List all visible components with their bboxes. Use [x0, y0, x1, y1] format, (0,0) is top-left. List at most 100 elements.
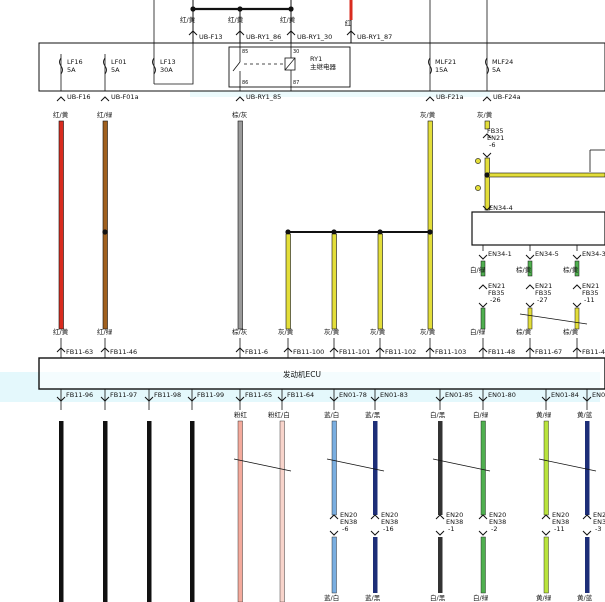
wire-green — [480, 307, 486, 330]
component-box — [471, 211, 605, 246]
junction-dot — [427, 229, 433, 235]
en20-label: EN20 — [489, 511, 506, 519]
fuse-icon — [59, 57, 63, 75]
wire-yellow — [484, 157, 490, 211]
fb-connector-label: FB35 — [487, 127, 503, 135]
relay-pin: 85 — [242, 49, 248, 55]
ecu-pin-label: FB11-103 — [435, 348, 466, 356]
relay-ry1: 85 30 86 87 RY1 主继电器 — [228, 43, 351, 91]
ecu-pin-label: EN01-84 — [551, 391, 579, 399]
wire-color-label: 棕/黄 — [516, 327, 532, 336]
connector-label: UB-RY1_86 — [246, 33, 281, 41]
wire-color-label: 灰/黄 — [420, 110, 436, 119]
wire-black — [59, 421, 64, 602]
relay-switch — [232, 61, 241, 72]
relay-pin: 86 — [242, 80, 248, 86]
en21-label: FB35 — [582, 289, 598, 297]
fuse-bracket — [154, 43, 194, 85]
wire-yellow-blue — [585, 421, 590, 515]
fuse-icon — [485, 57, 489, 75]
connector-arrow — [235, 96, 245, 102]
wire-gray — [237, 120, 243, 330]
connector-label: UB-F13 — [199, 33, 223, 41]
upper-wires: FB35 EN21 -6 EN34-4 EN34-1 EN34-5 EN34-3… — [58, 120, 605, 330]
connector-label: UB-F16 — [67, 93, 91, 101]
wire-blue — [331, 536, 337, 594]
ecu-bottom-stubs — [60, 389, 588, 410]
en20-label: EN38 — [340, 518, 357, 526]
connector-label: UB-F24a — [493, 93, 521, 101]
ecu-pin-label: FB11-63 — [66, 348, 93, 356]
connector-label: UB-RY1_85 — [246, 93, 281, 101]
connector-label: UB-F21a — [436, 93, 464, 101]
junction-dot — [475, 185, 481, 191]
pin-label: EN34-5 — [535, 250, 559, 258]
fuse-name: MLF21 — [435, 58, 456, 66]
ecu-pin-label: EN01-85 — [445, 391, 473, 399]
connector-arrow-down — [478, 254, 488, 260]
wire-color-label: 白/黑 — [430, 593, 446, 602]
ecu-pin-label: FB11-6 — [245, 348, 268, 356]
ecu-pin-label: FB11-65 — [245, 391, 272, 399]
connector-arrow — [572, 284, 582, 290]
connector-arrow — [188, 30, 198, 36]
connector-arrow-down — [525, 254, 535, 260]
en20-label: -3 — [595, 525, 601, 533]
ecu-pin-label: FB11-46 — [110, 348, 137, 356]
connector-label: EN34-4 — [489, 204, 513, 212]
wire-color-label: 灰/黄 — [370, 327, 386, 336]
connector-arrow-down — [478, 302, 488, 308]
wire-color-label: 灰/黄 — [278, 327, 294, 336]
ecu-pin-label: FB11-100 — [293, 348, 324, 356]
fuse-lf16: LF16 5A — [59, 54, 83, 78]
wire-green — [480, 420, 486, 516]
ecu-pin-label: EN01-83 — [380, 391, 408, 399]
en20-label: EN38 — [489, 518, 506, 526]
en20-label: EN20 — [381, 511, 398, 519]
connector-arrow-down — [482, 205, 492, 211]
wire-color-label: 蓝/白 — [324, 410, 339, 419]
twist-mark — [538, 458, 597, 472]
junction-dot — [377, 229, 383, 235]
ecu-pin-label: FB11-67 — [535, 348, 562, 356]
ecu-pin-label: FB11-97 — [110, 391, 137, 399]
wire-color-label: 红/绿 — [97, 110, 113, 119]
en20-label: -16 — [383, 525, 394, 533]
en20-label: EN20 — [340, 511, 357, 519]
junction-dot — [475, 158, 481, 164]
connector-label: UB-RY1_30 — [297, 33, 332, 41]
wire-color-label: 棕/黄 — [563, 327, 579, 336]
connector-arrow — [482, 133, 492, 139]
en21-label: -27 — [537, 296, 548, 304]
en21-label: -26 — [490, 296, 501, 304]
ecu-top-pin-stubs — [60, 338, 578, 358]
wire-color-label: 棕/黄 — [563, 265, 579, 274]
fb-connector-label: -6 — [489, 141, 495, 149]
wire-color-label: 蓝/黑 — [365, 593, 381, 602]
wire-color-label: 棕/黄 — [516, 265, 532, 274]
lower-wires: FB11-96 FB11-97 FB11-98 FB11-99 FB11-65 … — [56, 389, 605, 602]
en21-label: -11 — [584, 296, 595, 304]
wire-color-label: 白/黑 — [430, 410, 446, 419]
watermark-band-top — [190, 87, 490, 97]
ecu-pin-label: EN01-80 — [488, 391, 516, 399]
relay-desc: 主继电器 — [310, 62, 337, 71]
ecu-pin-label: EN01-8 — [592, 391, 605, 399]
wire-black — [103, 421, 108, 602]
fuse-rating: 15A — [435, 66, 448, 74]
en21-label: FB35 — [488, 289, 504, 297]
en20-label: EN38 — [381, 518, 398, 526]
wire-navy — [373, 421, 378, 515]
wire-color-label: 粉红/白 — [268, 410, 290, 419]
wire-color-label: 红/黄 — [53, 110, 69, 119]
wire-black — [147, 421, 152, 602]
wire-color-label: 蓝/黑 — [365, 410, 381, 419]
wire-black — [438, 537, 443, 593]
fuse-rating: 30A — [160, 66, 173, 74]
wire-yellow-horizontal — [486, 172, 605, 178]
wire-blue — [331, 420, 337, 516]
en20-label: -6 — [342, 525, 348, 533]
en20-arrows — [329, 514, 592, 536]
connector-arrow-down — [482, 152, 492, 158]
